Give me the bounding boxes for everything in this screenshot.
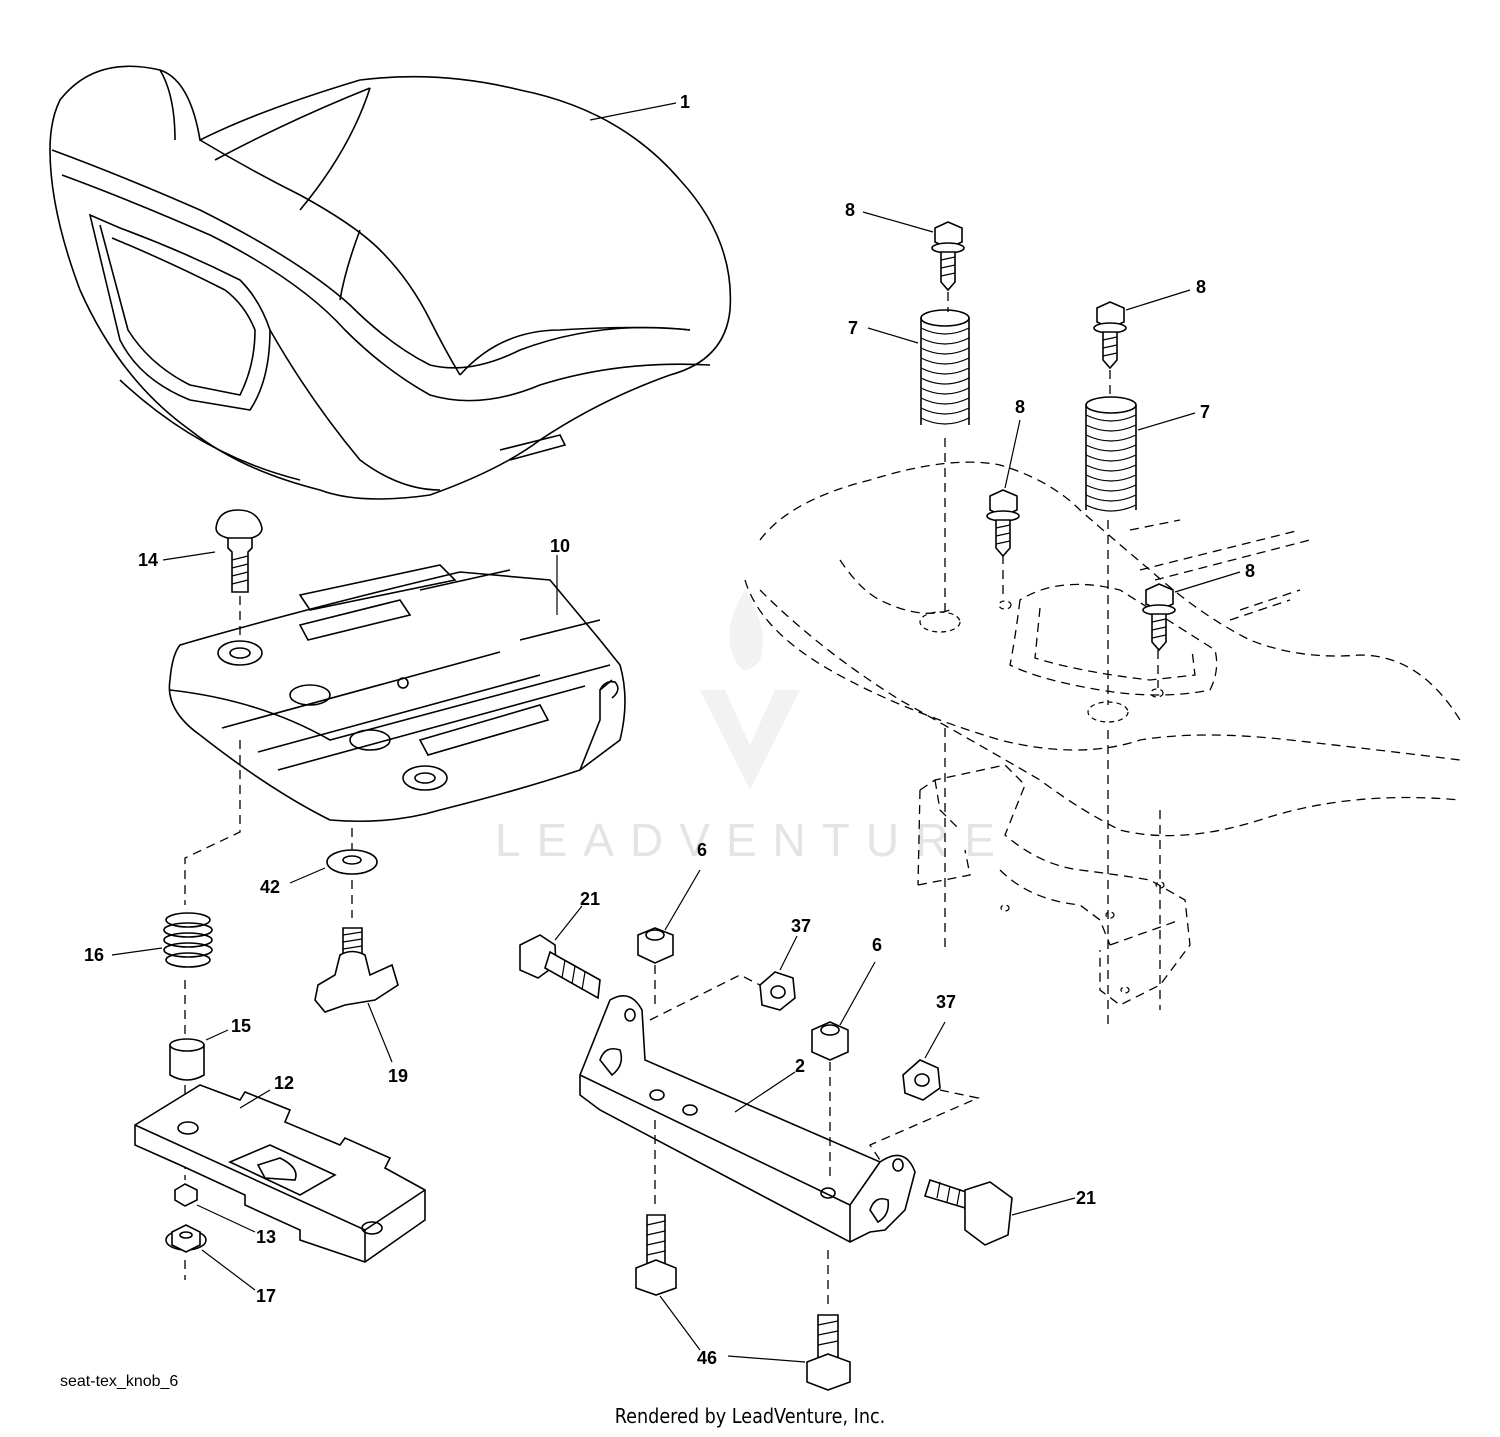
bolt-8-mid-part [986,489,1020,558]
callout-nut-37-lower: 37 [936,992,956,1012]
callout-slide-plate: 12 [274,1073,294,1093]
bolt-8-lower-right-part [1142,583,1176,652]
callout-nut-6-right: 6 [872,935,882,955]
seat-part [49,65,732,500]
nut-6-left-part [637,927,674,964]
callout-nut-17: 17 [256,1286,276,1306]
spring-7-left-part [920,309,970,425]
spacer-part [169,1038,205,1081]
bolt-8-top-left-part [931,221,965,292]
seat-pan-part [168,564,626,823]
nut-13-part [174,1183,198,1207]
slide-plate-part [134,1084,426,1263]
callout-bolt-8-mid: 8 [1015,397,1025,417]
callout-carriage-bolt: 14 [138,550,158,570]
carriage-bolt-part [215,509,263,593]
bolt-21-right-part [923,1178,1013,1246]
spring-16-part [163,912,213,968]
callout-seat: 1 [680,92,690,112]
callout-seat-pan: 10 [550,536,570,556]
callout-washer: 42 [260,877,280,897]
frame-outline [744,461,1461,1006]
callout-bolt-21-left: 21 [580,889,600,909]
spring-7-right-part [1085,396,1137,512]
bolt-8-top-right-part [1093,301,1127,370]
bolt-21-left-part [519,934,601,1000]
callout-bracket: 2 [795,1056,805,1076]
bracket-part [579,994,916,1243]
nut-17-part [165,1224,207,1253]
callout-nut-37-upper: 37 [791,916,811,936]
callout-spring-7-left: 7 [848,318,858,338]
nut-37-upper-part [759,971,796,1011]
bolt-46-part [635,1214,851,1391]
callout-bolt-21-right: 21 [1076,1188,1096,1208]
callout-nut-13: 13 [256,1227,276,1247]
callout-bolt-46: 46 [697,1348,717,1368]
nut-37-lower-part [902,1059,941,1101]
washer-part [326,849,378,875]
callout-knob: 19 [388,1066,408,1086]
nut-6-right-part [811,1021,849,1061]
callout-bolt-8-top-left: 8 [845,200,855,220]
render-credit: Rendered by LeadVenture, Inc. [614,1404,886,1428]
callout-bolt-8-lower-right: 8 [1245,561,1255,581]
callout-bolt-8-top-right: 8 [1196,277,1206,297]
callout-spring-7-right: 7 [1200,402,1210,422]
watermark-text: LEADVENTURE [495,814,1011,866]
callout-nut-6-left: 6 [697,840,707,860]
callout-spacer: 15 [231,1016,251,1036]
watermark-logo [700,590,800,790]
knob-part [314,927,399,1013]
diagram-code: seat-tex_knob_6 [60,1373,179,1390]
callout-spring-16: 16 [84,945,104,965]
